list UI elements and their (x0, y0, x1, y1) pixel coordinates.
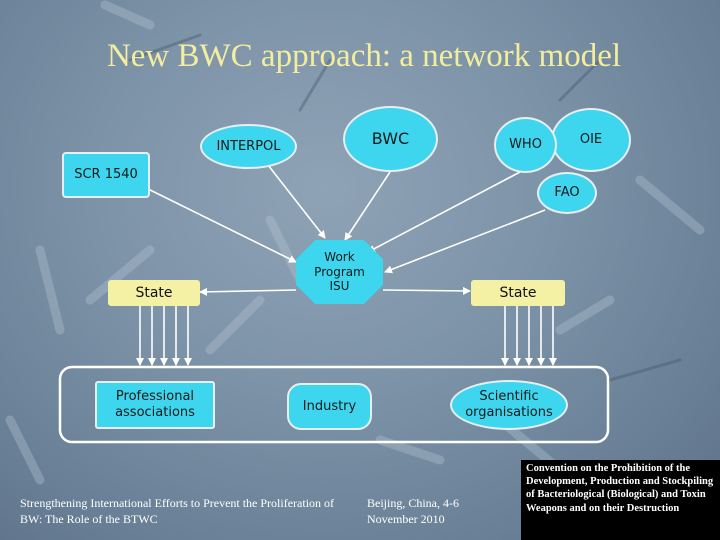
civil-society-container (58, 365, 610, 444)
node-work-program-isu: Work Program ISU (296, 240, 383, 304)
node-bwc: BWC (343, 106, 438, 172)
node-who: WHO (494, 117, 557, 173)
footer-convention-name: Convention on the Prohibition of the Dev… (521, 460, 720, 540)
node-scientific-organisations: Scientific organisations (450, 380, 568, 430)
slide-title: New BWC approach: a network model (106, 38, 622, 74)
node-oie: OIE (551, 108, 631, 172)
node-scr1540: SCR 1540 (62, 152, 150, 198)
node-interpol: INTERPOL (200, 124, 297, 169)
node-industry: Industry (287, 383, 372, 430)
node-fao: FAO (537, 172, 597, 214)
node-professional-associations: Professional associations (95, 381, 215, 429)
node-state-left: State (108, 280, 200, 306)
node-state-right: State (471, 280, 565, 306)
footer-location-date: Beijing, China, 4-6 November 2010 (367, 496, 459, 526)
footer-event-title: Strengthening International Efforts to P… (20, 496, 335, 526)
